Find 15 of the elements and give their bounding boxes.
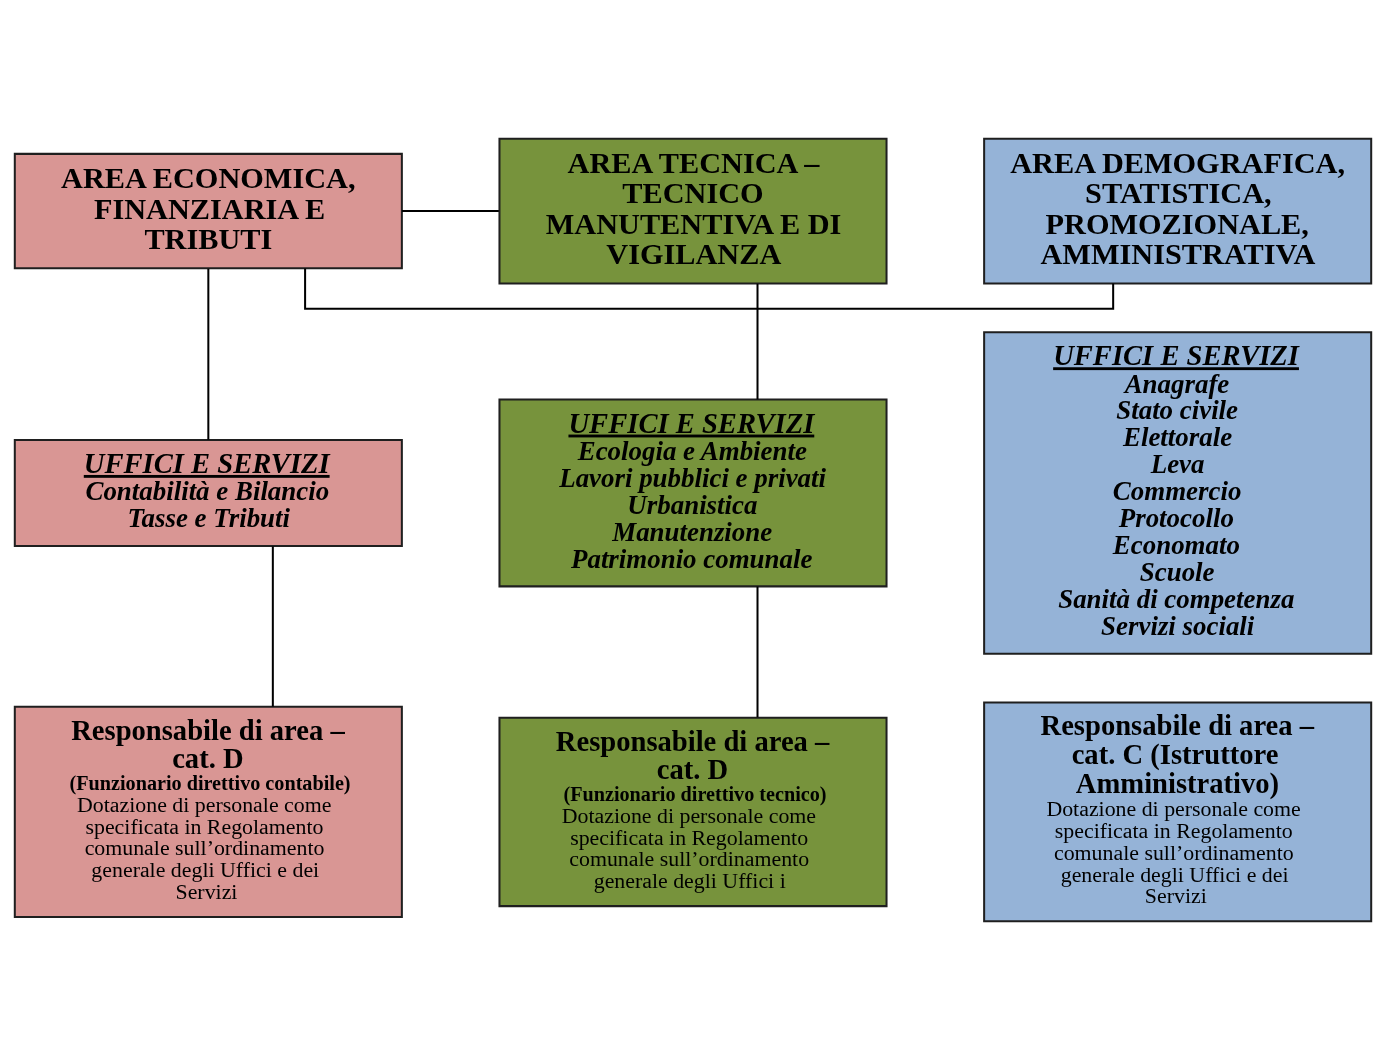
node-box: Responsabile di area – cat. C (Istruttore Amministrativo) Dotazione di personale come specificata in Regolamento comunale sull’ordinamento generale degli Uffici e dei Servizi — [983, 701, 1373, 922]
node-box: AREA TECNICA – TECNICO MANUTENTIVA E DI VIGILANZA — [498, 137, 888, 284]
node-box: Responsabile di area – cat. D (Funzionario direttivo contabile) Dotazione di personale come specificata in Regolamento comunale sull’ordinamento generale degli Uffici e dei Servizi — [13, 705, 403, 918]
connector — [304, 267, 1115, 310]
connector — [207, 268, 210, 440]
node-box: UFFICI E SERVIZI Ecologia e Ambiente Lavori pubblici e privati Urbanistica Manutenzione Patrimonio comunale — [498, 398, 888, 587]
node-box: AREA ECONOMICA, FINANZIARIA E TRIBUTI — [13, 152, 403, 269]
node-box: Responsabile di area – cat. D (Funzionario direttivo tecnico) Dotazione di personale come specificata in Regolamento comunale sull’ordinamento generale degli Uffici i — [498, 716, 888, 907]
node-box: AREA DEMOGRAFICA, STATISTICA, PROMOZIONALE, AMMINISTRATIVA — [983, 137, 1373, 284]
connector — [756, 283, 759, 399]
node-box: UFFICI E SERVIZI Contabilità e Bilancio Tasse e Tributi — [13, 438, 403, 547]
connector — [402, 209, 499, 212]
node-box: UFFICI E SERVIZI Anagrafe Stato civile Elettorale Leva Commercio Protocollo Economato Scuole Sanità di competenza Servizi sociali — [983, 330, 1373, 655]
connector — [756, 586, 759, 717]
connector — [271, 545, 274, 707]
